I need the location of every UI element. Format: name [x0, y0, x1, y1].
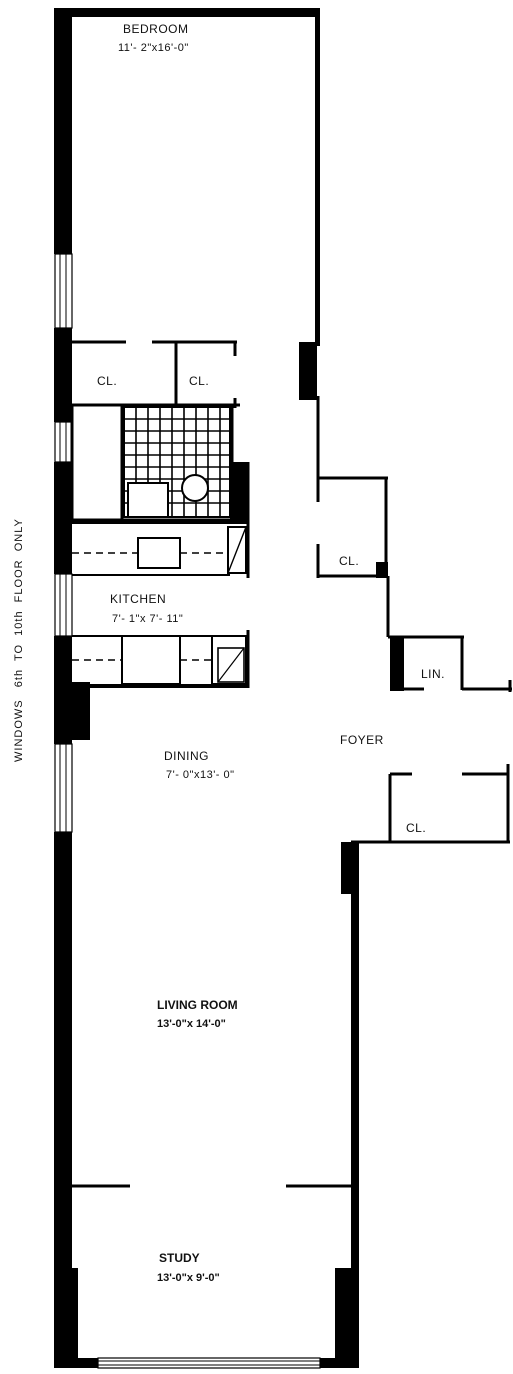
dining-label: DINING	[164, 749, 209, 763]
dining-dimensions: 7'- 0"x13'- 0"	[166, 769, 235, 781]
foyer-walls	[316, 396, 512, 844]
windows	[54, 253, 321, 1369]
kitchen	[72, 462, 250, 688]
study-label: STUDY	[159, 1251, 200, 1265]
bedroom-label: BEDROOM	[123, 22, 189, 36]
structural-columns	[54, 342, 404, 1366]
kitchen-label: KITCHEN	[110, 592, 166, 606]
foyer-label: FOYER	[340, 733, 384, 747]
living-room-label: LIVING ROOM	[157, 998, 238, 1012]
closet-label-3: CL.	[339, 554, 359, 568]
bathroom	[70, 403, 248, 522]
study-dimensions: 13'-0"x 9'-0"	[157, 1272, 220, 1284]
bedroom-dimensions: 11'- 2"x16'-0"	[118, 42, 189, 54]
closet-label-1: CL.	[97, 374, 117, 388]
linen-label: LIN.	[421, 667, 445, 681]
closet-label-4: CL.	[406, 821, 426, 835]
living-room-dimensions: 13'-0"x 14'-0"	[157, 1018, 226, 1030]
kitchen-dimensions: 7'- 1"x 7'- 11"	[112, 613, 183, 625]
windows-note: WINDOWS 6th TO 10th FLOOR ONLY	[13, 518, 25, 762]
closet-label-2: CL.	[189, 374, 209, 388]
